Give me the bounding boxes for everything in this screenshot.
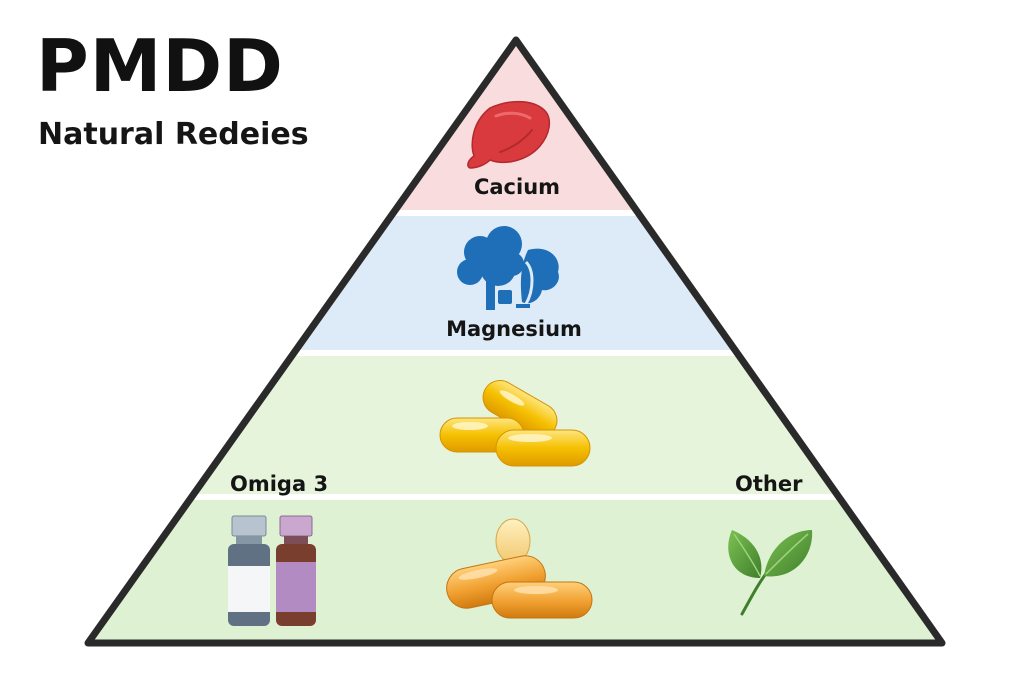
red-organ-icon	[467, 100, 551, 169]
blue-tree-icon	[457, 226, 559, 310]
yellow-softgel-capsules-icon	[439, 380, 591, 467]
tier-label-magnesium: Magnesium	[446, 317, 582, 341]
orange-capsules-icon	[446, 518, 593, 619]
pyramid-outline	[84, 36, 946, 647]
side-label-other: Other	[735, 472, 803, 496]
tier-label-cacium: Cacium	[473, 175, 561, 199]
page-title: PMDD	[36, 24, 284, 108]
supplement-bottles-icon	[228, 515, 316, 626]
page-subtitle: Natural Redeies	[38, 117, 309, 152]
green-leaf-icon	[728, 530, 813, 616]
side-label-omiga-3: Omiga 3	[230, 472, 329, 496]
